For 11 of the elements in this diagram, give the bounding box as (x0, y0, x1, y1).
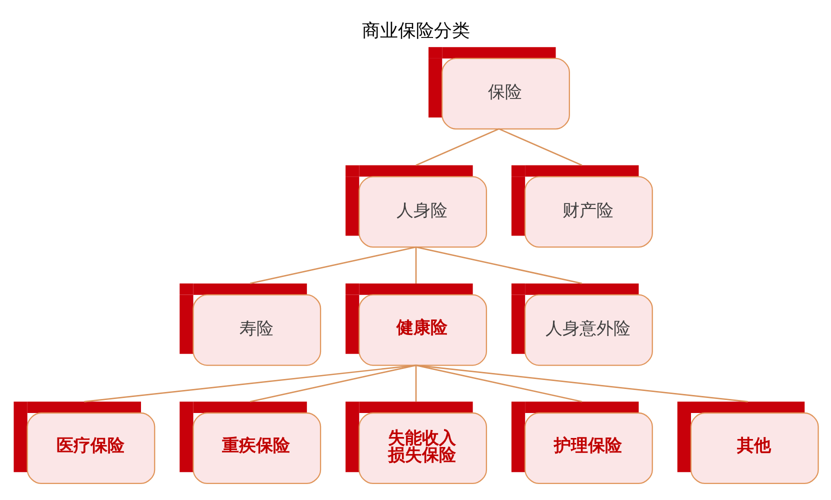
connector (84, 364, 416, 402)
connector (415, 364, 748, 402)
connector (415, 246, 582, 284)
connector (249, 246, 416, 284)
connector (415, 364, 582, 402)
connector (249, 364, 416, 402)
diagram-title: 商业保险分类 (362, 20, 470, 42)
connector (414, 364, 416, 402)
connector (415, 128, 499, 166)
connector (498, 128, 582, 166)
connector (414, 246, 416, 283)
